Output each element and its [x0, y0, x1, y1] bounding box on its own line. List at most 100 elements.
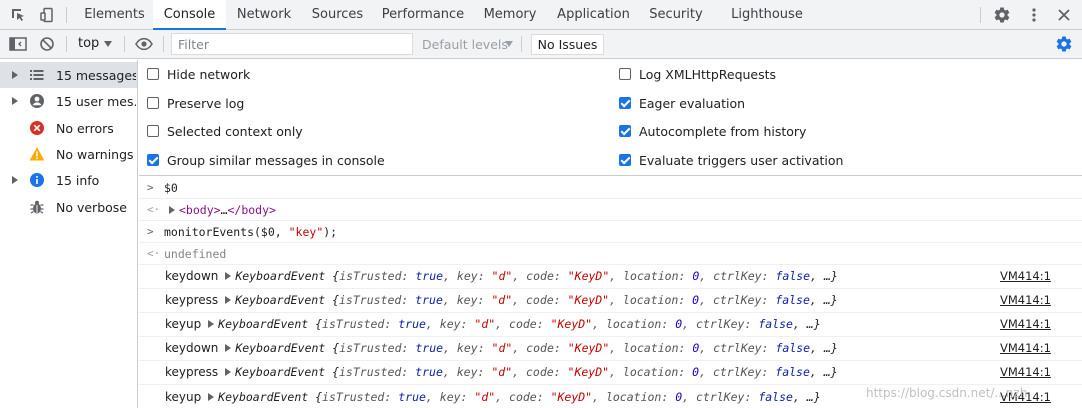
expand-arrow-icon[interactable]	[12, 176, 18, 184]
error-icon	[29, 120, 45, 136]
property-key: , code:	[512, 269, 568, 283]
autocomplete-history-checkbox[interactable]	[619, 125, 631, 137]
sidebar-item-user-messages[interactable]: 15 user mes…	[0, 88, 137, 114]
event-object[interactable]: KeyboardEvent {isTrusted: true, key: "d"…	[235, 365, 837, 379]
evaluate-triggers-option[interactable]: Evaluate triggers user activation	[619, 151, 843, 169]
event-object[interactable]: KeyboardEvent {isTrusted: true, key: "d"…	[218, 390, 820, 404]
expand-arrow-icon[interactable]	[12, 97, 18, 105]
expand-arrow-icon[interactable]	[169, 206, 175, 214]
tab-network[interactable]: Network	[236, 7, 292, 22]
hide-network-checkbox[interactable]	[147, 68, 159, 80]
event-log-row: keyup KeyboardEvent {isTrusted: true, ke…	[139, 313, 1082, 337]
tab-security[interactable]: Security	[649, 7, 703, 22]
source-link[interactable]: VM414:1	[1000, 269, 1051, 283]
tab-lighthouse[interactable]: Lighthouse	[731, 7, 803, 22]
event-type: keypress	[165, 365, 219, 379]
option-label: Eager evaluation	[639, 95, 746, 111]
expand-arrow-icon[interactable]	[208, 393, 215, 401]
show-sidebar-icon[interactable]	[8, 34, 28, 54]
tab-application[interactable]: Application	[557, 7, 630, 22]
result-value: undefined	[164, 247, 227, 261]
live-expression-eye-icon[interactable]	[134, 34, 154, 54]
source-link[interactable]: VM414:1	[1000, 365, 1051, 379]
tab-console[interactable]: Console	[153, 0, 226, 30]
source-link[interactable]: VM414:1	[1000, 341, 1051, 355]
property-value: "d"	[474, 317, 496, 331]
eager-evaluation-option[interactable]: Eager evaluation	[619, 94, 745, 112]
device-toolbar-icon[interactable]	[37, 5, 57, 25]
filter-input[interactable]	[171, 33, 413, 55]
sidebar-item-errors[interactable]: No errors	[0, 115, 137, 141]
clear-console-icon[interactable]	[37, 34, 57, 54]
eager-evaluation-checkbox[interactable]	[619, 97, 631, 109]
expand-arrow-icon[interactable]	[12, 71, 18, 79]
property-value: false	[758, 317, 793, 331]
event-object[interactable]: KeyboardEvent {isTrusted: true, key: "d"…	[235, 341, 837, 355]
expand-arrow-icon[interactable]	[225, 344, 232, 352]
log-xmlhttprequests-checkbox[interactable]	[619, 68, 631, 80]
property-key: , location:	[609, 269, 693, 283]
preserve-log-option[interactable]: Preserve log	[147, 94, 244, 112]
tab-elements[interactable]: Elements	[84, 7, 145, 22]
group-similar-option[interactable]: Group similar messages in console	[147, 151, 385, 169]
hide-network-option[interactable]: Hide network	[147, 65, 250, 83]
source-link[interactable]: VM414:1	[1000, 390, 1051, 404]
property-value: "d"	[491, 269, 513, 283]
close-devtools-icon[interactable]	[1054, 5, 1074, 25]
preserve-log-checkbox[interactable]	[147, 97, 159, 109]
selected-context-only-option[interactable]: Selected context only	[147, 122, 303, 140]
sidebar-item-label: 15 messages	[56, 68, 136, 83]
autocomplete-history-option[interactable]: Autocomplete from history	[619, 122, 806, 140]
expand-arrow-icon[interactable]	[225, 296, 232, 304]
sidebar-item-label: 15 user mes…	[56, 94, 136, 109]
bug-icon	[29, 199, 45, 215]
property-value: "d"	[491, 293, 513, 307]
expand-arrow-icon[interactable]	[225, 272, 232, 280]
property-key: , code:	[512, 365, 568, 379]
property-key: isTrusted:	[322, 317, 399, 331]
evaluate-triggers-checkbox[interactable]	[619, 154, 631, 166]
expand-arrow-icon[interactable]	[225, 368, 232, 376]
object-close: , …}	[810, 341, 838, 355]
element-result[interactable]: <body>…</body>	[169, 203, 276, 217]
tab-sources[interactable]: Sources	[311, 7, 364, 22]
source-link[interactable]: VM414:1	[1000, 317, 1051, 331]
console-settings-gear-icon[interactable]	[1054, 34, 1074, 54]
group-similar-checkbox[interactable]	[147, 154, 159, 166]
sidebar-item-messages[interactable]: 15 messages	[0, 62, 137, 88]
more-options-icon[interactable]	[1024, 5, 1044, 25]
info-icon	[29, 172, 45, 188]
event-log-row: keypress KeyboardEvent {isTrusted: true,…	[139, 289, 1082, 313]
event-object[interactable]: KeyboardEvent {isTrusted: true, key: "d"…	[218, 317, 820, 331]
watermark: https://blog.csdn.net/...nzh	[866, 386, 1028, 400]
inspect-element-icon[interactable]	[8, 5, 28, 25]
tab-memory[interactable]: Memory	[483, 7, 537, 22]
sidebar-item-warnings[interactable]: No warnings	[0, 141, 137, 167]
source-link[interactable]: VM414:1	[1000, 293, 1051, 307]
property-key: , code:	[512, 293, 568, 307]
object-close: , …}	[810, 269, 838, 283]
toolbar-divider	[124, 36, 125, 52]
issues-button[interactable]: No Issues	[531, 34, 604, 55]
event-object[interactable]: KeyboardEvent {isTrusted: true, key: "d"…	[235, 269, 837, 283]
sidebar-item-verbose[interactable]: No verbose	[0, 194, 137, 220]
context-selector[interactable]: top	[78, 36, 100, 51]
console-sidebar: 15 messages 15 user mes… No errors No wa…	[0, 60, 138, 408]
property-key: isTrusted:	[322, 390, 399, 404]
log-levels-dropdown[interactable]: Default levels	[422, 37, 508, 52]
event-class: KeyboardEvent	[235, 293, 326, 307]
event-log-row: keydown KeyboardEvent {isTrusted: true, …	[139, 337, 1082, 361]
sidebar-item-label: No warnings	[56, 147, 134, 162]
property-key: , key:	[443, 341, 492, 355]
settings-gear-icon[interactable]	[992, 5, 1012, 25]
event-object[interactable]: KeyboardEvent {isTrusted: true, key: "d"…	[235, 293, 837, 307]
log-xmlhttprequests-option[interactable]: Log XMLHttpRequests	[619, 65, 776, 83]
user-icon	[29, 93, 45, 109]
property-value: 0	[692, 341, 700, 355]
selected-context-only-checkbox[interactable]	[147, 125, 159, 137]
body-open-tag: <body>	[179, 203, 221, 217]
sidebar-item-info[interactable]: 15 info	[0, 167, 137, 193]
expand-arrow-icon[interactable]	[208, 320, 215, 328]
property-value: false	[775, 293, 810, 307]
tab-performance[interactable]: Performance	[381, 7, 465, 22]
